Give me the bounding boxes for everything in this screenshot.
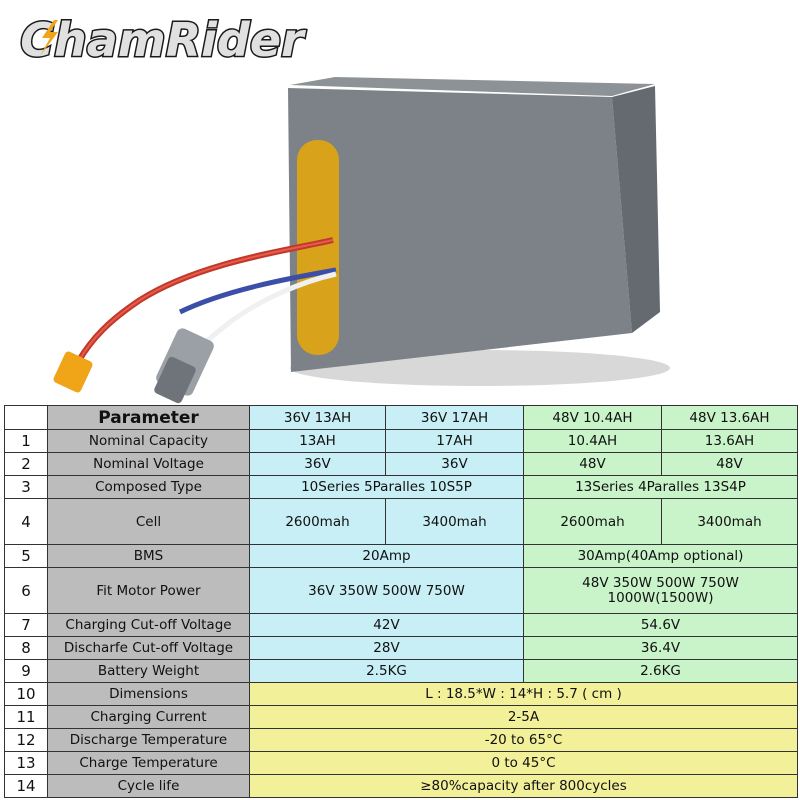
battery-product-photo bbox=[53, 77, 670, 404]
svg-text:ChamRider: ChamRider bbox=[20, 13, 307, 67]
cell-value: 36.4V bbox=[523, 636, 798, 660]
row-label: Nominal Capacity bbox=[47, 429, 250, 453]
cell-value: 0 to 45°C bbox=[249, 751, 798, 775]
motor-48v-line2: 1000W(1500W) bbox=[607, 589, 714, 606]
corner-cell bbox=[4, 405, 48, 430]
row-number: 9 bbox=[4, 659, 48, 683]
row-label: Charging Current bbox=[47, 705, 250, 729]
row-label: Discharge Temperature bbox=[47, 728, 250, 752]
table-row: 3 Composed Type 10Series 5Paralles 10S5P… bbox=[4, 475, 798, 499]
cell-value: 2600mah bbox=[249, 498, 386, 545]
table-row: 2 Nominal Voltage 36V 36V 48V 48V bbox=[4, 452, 798, 476]
row-label: Charging Cut-off Voltage bbox=[47, 613, 250, 637]
row-number: 1 bbox=[4, 429, 48, 453]
option-36v-13ah: 36V 13AH bbox=[249, 405, 386, 430]
cell-value: 3400mah bbox=[385, 498, 524, 545]
cell-value: 2600mah bbox=[523, 498, 662, 545]
cell-value: 13AH bbox=[249, 429, 386, 453]
cell-value-multiline: 48V 350W 500W 750W 1000W(1500W) bbox=[523, 567, 798, 614]
cell-value: 13Series 4Paralles 13S4P bbox=[523, 475, 798, 499]
table-row: 7 Charging Cut-off Voltage 42V 54.6V bbox=[4, 613, 798, 637]
parameter-header: Parameter bbox=[47, 405, 250, 430]
row-label: Fit Motor Power bbox=[47, 567, 250, 614]
table-row: 4 Cell 2600mah 3400mah 2600mah 3400mah bbox=[4, 498, 798, 545]
motor-48v-line1: 48V 350W 500W 750W bbox=[582, 574, 739, 591]
row-number: 13 bbox=[4, 751, 48, 775]
row-number: 11 bbox=[4, 705, 48, 729]
table-row: 1 Nominal Capacity 13AH 17AH 10.4AH 13.6… bbox=[4, 429, 798, 453]
row-label: BMS bbox=[47, 544, 250, 568]
cell-value: 13.6AH bbox=[661, 429, 798, 453]
row-label: Battery Weight bbox=[47, 659, 250, 683]
cell-value: 2.5KG bbox=[249, 659, 524, 683]
row-number: 8 bbox=[4, 636, 48, 660]
cell-value: 48V bbox=[523, 452, 662, 476]
cell-value: 30Amp(40Amp optional) bbox=[523, 544, 798, 568]
row-number: 10 bbox=[4, 682, 48, 706]
row-label: Cell bbox=[47, 498, 250, 545]
table-row: 11 Charging Current 2-5A bbox=[4, 705, 798, 729]
row-number: 4 bbox=[4, 498, 48, 545]
row-label: Charge Temperature bbox=[47, 751, 250, 775]
cell-value: 28V bbox=[249, 636, 524, 660]
row-label: Nominal Voltage bbox=[47, 452, 250, 476]
option-48v-13-6ah: 48V 13.6AH bbox=[661, 405, 798, 430]
cell-value: ≥80%capacity after 800cycles bbox=[249, 774, 798, 798]
cell-value: 3400mah bbox=[661, 498, 798, 545]
option-48v-10-4ah: 48V 10.4AH bbox=[523, 405, 662, 430]
row-label: Dimensions bbox=[47, 682, 250, 706]
option-36v-17ah: 36V 17AH bbox=[385, 405, 524, 430]
cell-value: 17AH bbox=[385, 429, 524, 453]
table-row: 14 Cycle life ≥80%capacity after 800cycl… bbox=[4, 774, 798, 798]
cell-value: 10Series 5Paralles 10S5P bbox=[249, 475, 524, 499]
cell-value: 20Amp bbox=[249, 544, 524, 568]
header-row: Parameter 36V 13AH 36V 17AH 48V 10.4AH 4… bbox=[4, 405, 798, 430]
chamrider-logo: ChamRider bbox=[19, 12, 309, 69]
table-row: 9 Battery Weight 2.5KG 2.6KG bbox=[4, 659, 798, 683]
cell-value: 36V bbox=[385, 452, 524, 476]
cell-value: 2-5A bbox=[249, 705, 798, 729]
cell-value: -20 to 65°C bbox=[249, 728, 798, 752]
cell-value: 36V 350W 500W 750W bbox=[249, 567, 524, 614]
cell-value: 54.6V bbox=[523, 613, 798, 637]
cell-value: 48V bbox=[661, 452, 798, 476]
row-label: Composed Type bbox=[47, 475, 250, 499]
battery-spec-table: Parameter 36V 13AH 36V 17AH 48V 10.4AH 4… bbox=[4, 405, 798, 798]
row-label: Discharfe Cut-off Voltage bbox=[47, 636, 250, 660]
row-number: 2 bbox=[4, 452, 48, 476]
row-number: 3 bbox=[4, 475, 48, 499]
table-row: 5 BMS 20Amp 30Amp(40Amp optional) bbox=[4, 544, 798, 568]
row-label: Cycle life bbox=[47, 774, 250, 798]
row-number: 14 bbox=[4, 774, 48, 798]
row-number: 6 bbox=[4, 567, 48, 614]
cell-value: 36V bbox=[249, 452, 386, 476]
cell-value: 2.6KG bbox=[523, 659, 798, 683]
cell-value: L : 18.5*W : 14*H : 5.7 ( cm ) bbox=[249, 682, 798, 706]
row-number: 7 bbox=[4, 613, 48, 637]
table-row: 8 Discharfe Cut-off Voltage 28V 36.4V bbox=[4, 636, 798, 660]
table-row: 10 Dimensions L : 18.5*W : 14*H : 5.7 ( … bbox=[4, 682, 798, 706]
cell-value: 42V bbox=[249, 613, 524, 637]
table-row: 13 Charge Temperature 0 to 45°C bbox=[4, 751, 798, 775]
table-row: 12 Discharge Temperature -20 to 65°C bbox=[4, 728, 798, 752]
row-number: 12 bbox=[4, 728, 48, 752]
row-number: 5 bbox=[4, 544, 48, 568]
cell-value: 10.4AH bbox=[523, 429, 662, 453]
table-row: 6 Fit Motor Power 36V 350W 500W 750W 48V… bbox=[4, 567, 798, 614]
